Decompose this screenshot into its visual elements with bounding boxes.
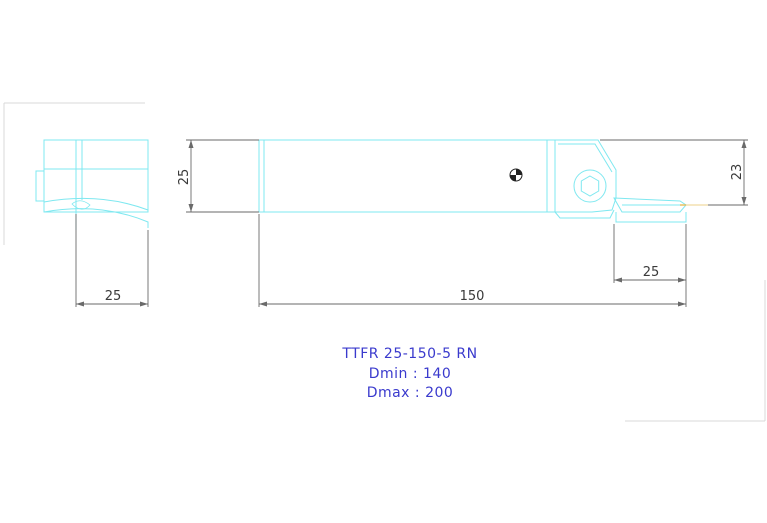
body-height-dimension: 25	[177, 139, 259, 213]
side-width-label: 25	[105, 289, 122, 304]
center-mark-icon	[509, 168, 523, 182]
tool-body	[258, 139, 556, 213]
drawing-frame	[3, 102, 766, 422]
total-length-dimension: 150	[258, 214, 687, 307]
clamp-head	[554, 139, 617, 219]
total-length-label: 150	[460, 289, 485, 304]
head-height-dimension: 23	[600, 139, 748, 206]
side-width-dimension: 25	[75, 214, 149, 307]
head-height-label: 23	[730, 164, 745, 181]
head-length-dimension: 25	[613, 224, 686, 283]
side-view	[35, 139, 149, 230]
body-height-label: 25	[177, 169, 192, 186]
dmax-value: Dmax : 200	[366, 385, 454, 401]
cutting-blade	[613, 197, 708, 223]
hex-screw-icon	[580, 175, 600, 197]
model-code: TTFR 25-150-5 RN	[342, 346, 478, 362]
dmin-value: Dmin : 140	[368, 366, 452, 382]
head-length-label: 25	[643, 265, 660, 280]
